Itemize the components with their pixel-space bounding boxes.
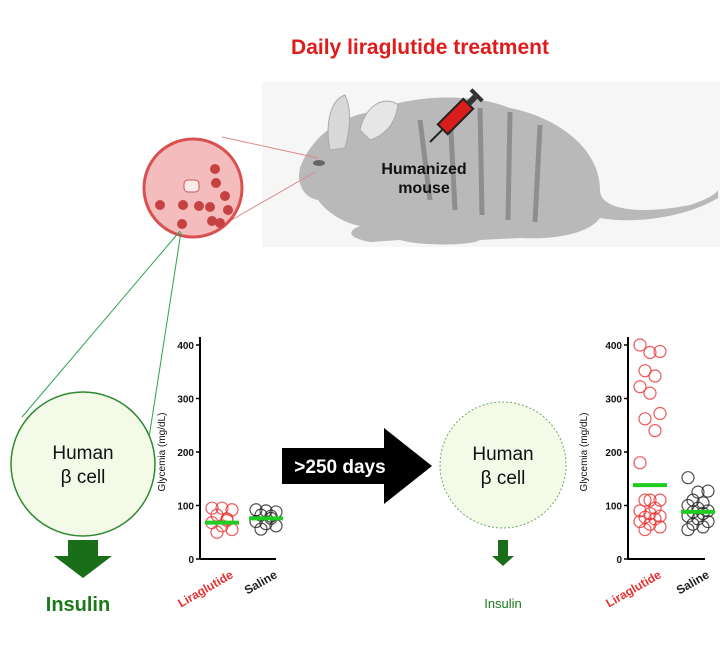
down-arrow-large-icon <box>54 540 112 578</box>
data-point <box>633 456 647 470</box>
down-arrow-small-icon <box>492 540 514 566</box>
y-axis-label: Glycemia (mg/dL) <box>157 413 168 492</box>
data-point <box>643 345 657 360</box>
data-point <box>648 369 662 383</box>
data-point <box>638 412 652 426</box>
y-tick-label: 400 <box>177 341 194 352</box>
data-point <box>264 509 278 523</box>
mouse-label-line1: Humanized <box>381 161 466 178</box>
syringe-icon <box>429 88 484 143</box>
data-point <box>648 424 662 438</box>
islet-magnified <box>142 136 319 239</box>
category-label: Liraglutide <box>175 567 235 610</box>
y-tick-label: 300 <box>177 395 194 406</box>
data-point <box>225 522 239 537</box>
y-axis-label: Glycemia (mg/dL) <box>579 413 590 492</box>
insulin-label-left: Insulin <box>46 594 110 616</box>
cell-right-line2: β cell <box>481 468 526 489</box>
human-beta-cell-left <box>10 391 156 537</box>
title: Daily liraglutide treatment <box>291 36 549 59</box>
data-point <box>653 344 667 359</box>
category-label: Saline <box>674 567 712 597</box>
data-point <box>210 525 224 539</box>
cell-right-line1: Human <box>472 444 533 465</box>
y-tick-label: 0 <box>616 555 622 566</box>
data-point <box>691 485 705 499</box>
data-point <box>254 522 268 536</box>
data-point <box>643 493 657 507</box>
mouse-illustration <box>262 82 720 247</box>
category-label: Saline <box>242 567 280 597</box>
data-point <box>696 520 710 534</box>
data-point <box>681 522 695 537</box>
data-point <box>638 364 652 378</box>
data-point <box>638 522 652 537</box>
data-point <box>653 520 667 534</box>
category-label: Liraglutide <box>603 567 663 610</box>
mouse-label-line2: mouse <box>398 180 450 197</box>
data-point <box>643 386 657 400</box>
data-point <box>638 493 652 507</box>
data-point <box>653 493 667 507</box>
data-point <box>220 513 234 528</box>
data-point <box>633 338 647 352</box>
y-tick-label: 100 <box>177 502 194 513</box>
data-point <box>633 380 647 394</box>
y-tick-label: 200 <box>605 448 622 459</box>
insulin-label-right: Insulin <box>484 596 522 611</box>
cell-left-line1: Human <box>52 443 113 464</box>
y-tick-label: 100 <box>605 502 622 513</box>
y-tick-label: 400 <box>605 341 622 352</box>
cell-left-line2: β cell <box>61 467 106 488</box>
data-point <box>249 514 263 529</box>
y-tick-label: 0 <box>188 555 194 566</box>
data-point <box>653 406 667 421</box>
data-point <box>205 501 219 515</box>
y-tick-label: 300 <box>605 395 622 406</box>
time-arrow <box>282 428 432 504</box>
data-point <box>215 501 229 515</box>
human-beta-cell-right <box>439 401 567 529</box>
y-tick-label: 200 <box>177 448 194 459</box>
data-point <box>681 471 695 485</box>
arrow-label: >250 days <box>294 457 385 478</box>
data-point <box>701 484 715 498</box>
data-point <box>633 514 647 529</box>
